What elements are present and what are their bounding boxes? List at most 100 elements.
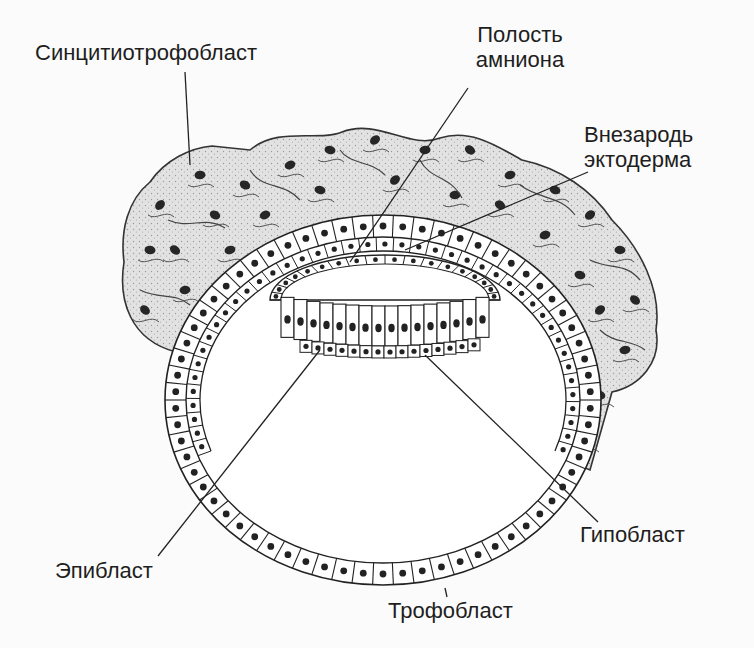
cell-wall [270,300,281,301]
nucleus [523,523,530,530]
nucleus [460,269,465,274]
cell-wall [174,446,194,452]
nucleus [297,317,303,325]
nucleus [354,258,359,263]
nucleus [507,281,512,286]
nucleus [466,317,472,325]
cell-wall [487,292,498,294]
cell-wall [558,475,577,485]
leader-line [350,88,468,262]
nucleus [362,323,368,331]
nucleus [549,296,556,303]
nucleus [401,323,407,331]
cell-wall [292,232,301,252]
nucleus [172,388,179,395]
nucleus [449,252,454,257]
nucleus [244,288,249,293]
cell-wall [576,431,597,435]
nucleus [172,405,179,412]
cell-wall [441,245,445,258]
cell-wall [291,256,298,268]
nucleus [138,303,152,317]
nucleus [429,261,434,266]
cell-border [318,159,344,162]
cell-wall [579,415,600,417]
cell-wall [206,328,219,334]
nucleus [388,173,402,187]
cell-wall [376,237,377,251]
nucleus [320,264,325,269]
cell-wall [465,271,473,277]
epiblast-cell [359,306,372,346]
nucleus [399,223,406,230]
nucleus [569,378,574,383]
epiblast-cell [346,305,359,345]
nucleus [360,223,367,230]
epiblast-cell [281,297,294,337]
epiblast-cell [398,306,411,346]
cell-border [613,359,639,362]
nucleus [562,351,567,356]
nucleus [283,159,296,171]
nucleus [561,447,566,452]
nucleus [581,438,588,445]
nucleus [399,242,404,247]
nucleus [238,179,252,192]
cell-wall [332,558,337,579]
hypoblast-cell [348,345,360,357]
cell-border [413,159,439,162]
inner-layer-edge [200,251,566,451]
part-label: Синцитиотрофобласт [35,40,257,65]
cell-wall [257,533,269,551]
epiblast-cell [333,304,346,344]
cell-wall [482,240,493,259]
nucleus [457,558,464,565]
nucleus [178,438,185,445]
nucleus [174,421,181,428]
cell-wall [532,306,543,314]
cell-wall [437,261,443,269]
cell-wall [169,431,190,435]
nucleus [349,323,355,331]
nucleus [465,258,470,263]
cell-wall [411,561,414,583]
cell-wall [165,399,186,400]
nucleus [581,356,588,363]
nucleus [168,243,182,256]
nucleus [392,257,397,262]
nucleus [324,145,337,156]
nucleus [471,342,476,347]
hypoblast-cell [360,346,372,358]
hypoblast-cell [420,344,432,356]
cell-wall [332,220,337,241]
cell-border [578,224,604,227]
cell-wall [489,300,500,301]
trophoblast-outer [165,215,601,585]
nucleus [536,511,543,518]
nucleus [303,344,308,349]
nucleus [302,558,309,565]
epiblast-cell [450,301,463,341]
nucleus [438,564,445,571]
nucleus [191,389,196,394]
cell-wall [465,548,474,568]
cell-border [148,214,174,217]
cell-border [138,259,164,262]
nucleus [576,340,583,347]
nucleus [360,570,367,577]
nucleus [184,340,191,347]
hypoblast-cell [384,346,396,358]
cell-wall [447,225,454,246]
cell-wall [215,315,227,322]
nucleus [191,469,198,476]
nucleus [191,403,196,408]
cell-border [533,244,559,247]
nucleus [153,198,167,212]
nucleus [457,235,464,242]
nucleus [472,274,477,279]
nucleus [178,356,185,363]
epiblast-cell [294,300,307,340]
nucleus [559,310,566,317]
nucleus [321,564,328,571]
nucleus [380,223,387,230]
